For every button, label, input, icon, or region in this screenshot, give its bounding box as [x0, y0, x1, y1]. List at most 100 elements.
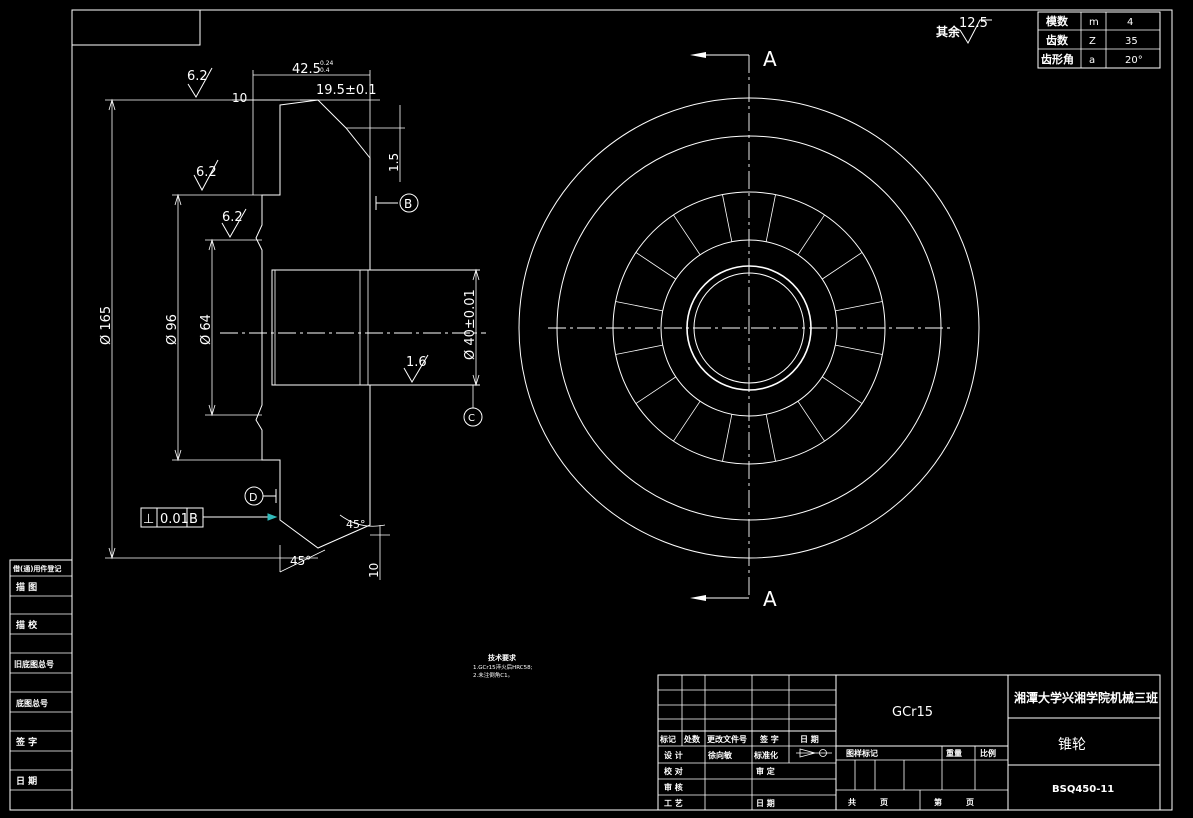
tol-datum: B [189, 512, 198, 527]
side-row-5: 签 字 [15, 736, 37, 748]
scale-label: 比例 [980, 748, 996, 758]
dim-1-5: 1.5 [387, 153, 401, 172]
tooth-division-line [635, 376, 677, 404]
dim-width-tol-upper: 0.24 [320, 60, 334, 67]
process-label: 工 艺 [664, 798, 683, 808]
top-left-box [71, 9, 201, 46]
datum-c-label: C [468, 413, 475, 424]
technical-notes: 技术要求 1.GCr15淬火后HRC58; 2.未注倒角C1。 [473, 653, 533, 679]
datum-c-circle [463, 407, 483, 427]
section-view: Ø 165 Ø 96 Ø 64 Ø 40±0.01 42.5 0.24 0.4 … [99, 60, 486, 580]
tooth-division-line [835, 301, 883, 312]
tooth-division-line [615, 301, 663, 312]
roughness-symbol-icon [959, 19, 992, 45]
tooth-division-line [821, 376, 863, 404]
gear-param-table: 模数 m 4 齿数 Z 35 齿形角 a 20° [1037, 11, 1161, 69]
section-arrow-bottom-icon [690, 595, 706, 601]
hatched-section [255, 99, 371, 549]
part-name: 锥轮 [1058, 737, 1086, 753]
dim-angle-45-right: 45° [346, 518, 366, 531]
design-label: 设 计 [664, 750, 683, 760]
rev-header-count: 处数 [683, 734, 701, 744]
rough-1-6: 1.6 [406, 355, 427, 370]
title-block: 标记 处数 更改文件号 签 字 日 期 设 计 徐向敏 标准化 校 对 审 定 … [657, 674, 1161, 811]
gear-teeth-lines [615, 194, 883, 462]
side-row-0: 借(通)用件登记 [12, 564, 61, 573]
tooth-division-line [821, 252, 863, 280]
review-label: 审 定 [756, 766, 775, 776]
rough-6-2-c: 6.2 [222, 210, 243, 225]
param-label-module: 模数 [1046, 14, 1069, 28]
rev-header-sign: 签 字 [759, 734, 779, 744]
tooth-division-line [673, 214, 701, 256]
tooth-division-line [722, 194, 733, 242]
dim-dia-165: Ø 165 [99, 306, 114, 345]
std-label: 标准化 [753, 750, 778, 760]
school-name: 湘潭大学兴湘学院机械三班 [1014, 690, 1158, 705]
tol-symbol: ⊥ [143, 512, 154, 527]
projection-symbol-icon [796, 748, 832, 758]
dim-10-bottom: 10 [367, 563, 381, 578]
tooth-division-line [615, 344, 663, 355]
tooth-division-line [765, 414, 776, 462]
param-symbol-teeth: Z [1089, 36, 1096, 47]
notes-line-1: 1.GCr15淬火后HRC58; [473, 663, 533, 671]
param-value-teeth: 35 [1125, 36, 1138, 47]
dim-10-top: 10 [232, 91, 247, 105]
section-label-bottom: A [763, 587, 777, 611]
designer-name: 徐向敏 [707, 750, 732, 760]
total-page-label: 页 [880, 798, 888, 807]
dim-dia-96: Ø 96 [165, 314, 180, 345]
total-label: 共 [848, 797, 856, 807]
param-label-angle: 齿形角 [1041, 52, 1074, 66]
tooth-division-line [635, 252, 677, 280]
tooth-division-line [797, 214, 825, 256]
side-row-3: 旧底图总号 [14, 659, 54, 669]
param-symbol-module: m [1089, 17, 1099, 28]
roughness-other-label: 其余 [936, 24, 961, 39]
datum-b-label: B [404, 197, 412, 211]
rough-6-2-b: 6.2 [196, 165, 217, 180]
roughness-other-value: 12.5 [959, 16, 988, 31]
tooth-division-line [797, 400, 825, 442]
tooth-division-line [722, 414, 733, 462]
dim-width-tol-lower: 0.4 [320, 67, 330, 74]
side-row-4: 底图总号 [15, 698, 48, 708]
roughness-icon-2 [193, 159, 219, 192]
weight-label: 重量 [946, 748, 962, 758]
leader-arrow-icon [267, 513, 278, 521]
side-row-1: 描 图 [16, 581, 37, 593]
roughness-other: 其余 12.5 [936, 16, 992, 45]
rev-header-mark: 标记 [659, 734, 676, 744]
tol-value: 0.01 [160, 512, 189, 527]
tooth-division-line [765, 194, 776, 242]
tooth-division-line [835, 344, 883, 355]
audit-label: 审 核 [664, 782, 683, 792]
sheet-label: 第 [934, 797, 942, 807]
rev-header-date: 日 期 [800, 734, 819, 744]
section-label-top: A [763, 47, 777, 71]
end-view: A A [518, 47, 980, 611]
sheet-page-label: 页 [966, 798, 974, 807]
roughness-icon-4 [403, 354, 429, 383]
section-arrow-top-icon [690, 52, 706, 58]
side-table: 借(通)用件登记 描 图 描 校 旧底图总号 底图总号 签 字 日 期 [9, 559, 73, 811]
date-label: 日 期 [756, 798, 775, 808]
rev-header-file: 更改文件号 [707, 734, 747, 744]
param-value-module: 4 [1127, 17, 1133, 28]
dim-angle-45-bottom: 45° [290, 554, 311, 568]
param-value-angle: 20° [1125, 55, 1143, 66]
roughness-icon-1 [187, 67, 213, 98]
stage-label: 图样标记 [846, 748, 878, 758]
dim-dia-40: Ø 40±0.01 [463, 289, 478, 360]
dim-dia-64: Ø 64 [199, 314, 214, 345]
dim-width-42-5: 42.5 [292, 62, 321, 77]
param-symbol-angle: a [1089, 55, 1095, 66]
material-name: GCr15 [892, 705, 933, 720]
dim-19-5: 19.5±0.1 [316, 83, 377, 98]
roughness-icon-3 [221, 208, 247, 239]
notes-title: 技术要求 [488, 653, 517, 662]
datum-d-label: D [249, 491, 257, 504]
notes-line-2: 2.未注倒角C1。 [473, 671, 513, 679]
